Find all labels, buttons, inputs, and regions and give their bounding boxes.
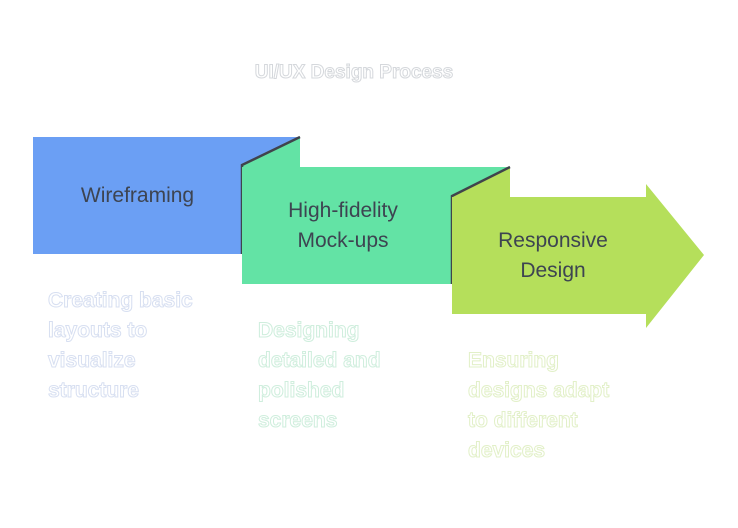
stage-1-label-line: Wireframing — [80, 184, 195, 207]
description-line: polished — [258, 379, 345, 403]
stage-3-label: Responsive Design — [452, 226, 654, 286]
description-line: Designing — [258, 319, 361, 343]
stage-3-description: Ensuring designs adapt to different devi… — [468, 346, 668, 466]
stage-1-label: Wireframing — [33, 181, 242, 211]
description-line: Ensuring — [468, 349, 560, 373]
stage-3-label-line: Design — [520, 259, 586, 282]
stage-1-description: Creating basic layouts to visualize stru… — [48, 286, 238, 406]
description-line: layouts to — [48, 319, 148, 343]
description-line: devices — [468, 439, 546, 463]
stage-2-description: Designing detailed and polished screens — [258, 316, 448, 436]
stage-2-label: High-fidelity Mock-ups — [242, 196, 444, 256]
description-line: detailed and — [258, 349, 382, 373]
stage-3-label-line: Responsive — [498, 229, 608, 252]
description-line: to different — [468, 409, 579, 433]
description-line: structure — [48, 379, 140, 403]
stage-2-shape — [242, 167, 508, 284]
stage-2-label-line: High-fidelity — [288, 199, 398, 222]
stage-1-shape — [33, 137, 298, 254]
description-line: screens — [258, 409, 338, 433]
diagram-title: UI/UX Design Process — [254, 62, 454, 84]
description-line: visualize — [48, 349, 137, 373]
stage-2-label-line: Mock-ups — [297, 229, 389, 252]
description-line: Creating basic — [48, 289, 194, 313]
description-line: designs adapt — [468, 379, 610, 403]
stage-3-arrow-shape — [452, 184, 704, 328]
